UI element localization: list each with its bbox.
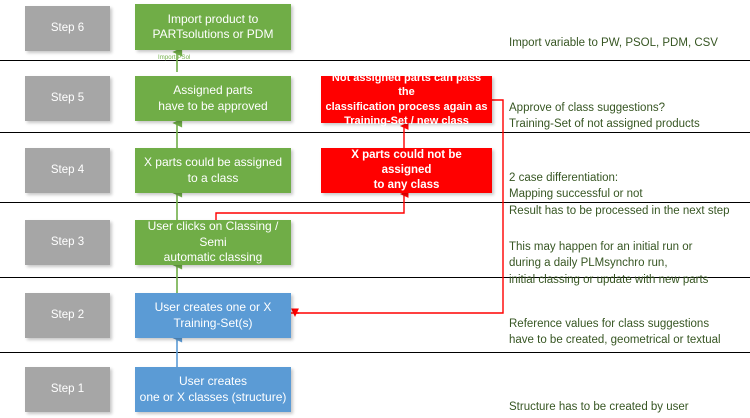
step5-note: Approve of class suggestions? Training-S… <box>509 83 747 133</box>
connector-label-import-psol: Import PSol <box>158 55 190 61</box>
step2-box-text: User creates one or X Training-Set(s) <box>154 300 272 330</box>
step2-label-text: Step 2 <box>50 309 85 322</box>
step3-main-box[interactable]: User clicks on Classing / Semi automatic… <box>135 219 291 265</box>
step4-main-box[interactable]: X parts could be assigned to a class <box>135 148 291 193</box>
step-label-step2: Step 2 <box>25 293 110 338</box>
step3-note: This may happen for an initial run or du… <box>509 222 749 289</box>
step6-main-box[interactable]: Import product to PARTsolutions or PDM <box>135 4 291 50</box>
step5-main-box[interactable]: Assigned parts have to be approved <box>135 76 291 121</box>
step3-label-text: Step 3 <box>50 236 85 249</box>
step6-note-text: Import variable to PW, PSOL, PDM, CSV <box>509 36 718 49</box>
step6-label-text: Step 6 <box>50 22 85 35</box>
separator-line-5 <box>0 352 750 353</box>
step5-note-text: Approve of class suggestions? Training-S… <box>509 101 700 131</box>
step5-alt-box-text: Not assigned parts can pass the classifi… <box>325 72 488 127</box>
step-label-step3: Step 3 <box>25 220 110 265</box>
separator-line-1 <box>0 60 750 61</box>
step4-label-text: Step 4 <box>50 164 85 177</box>
step1-note: Structure has to be created by user <box>509 382 749 415</box>
step4-alt-box-text: X parts could not be assigned to any cla… <box>351 149 462 191</box>
step-label-step1: Step 1 <box>25 367 110 412</box>
step1-label-text: Step 1 <box>50 383 85 396</box>
step4-alt-box[interactable]: X parts could not be assigned to any cla… <box>321 148 492 193</box>
step1-box-text: User creates one or X classes (structure… <box>139 374 287 404</box>
step3-box-text: User clicks on Classing / Semi automatic… <box>147 219 279 265</box>
step4-box-text: X parts could be assigned to a class <box>143 155 283 185</box>
step5-box-text: Assigned parts have to be approved <box>158 83 268 113</box>
step4-note: 2 case differentiation: Mapping successf… <box>509 153 749 220</box>
step4-note-text: 2 case differentiation: Mapping successf… <box>509 171 730 218</box>
step2-main-box[interactable]: User creates one or X Training-Set(s) <box>135 293 291 338</box>
step-label-step4: Step 4 <box>25 148 110 193</box>
step1-main-box[interactable]: User creates one or X classes (structure… <box>135 367 291 412</box>
step-label-step5: Step 5 <box>25 76 110 121</box>
step6-box-text: Import product to PARTsolutions or PDM <box>152 11 274 41</box>
step3-note-text: This may happen for an initial run or du… <box>509 240 709 287</box>
step-label-step6: Step 6 <box>25 6 110 51</box>
arrow-step3-to-step4-failure <box>215 190 409 221</box>
step5-label-text: Step 5 <box>50 92 85 105</box>
step5-alt-box[interactable]: Not assigned parts can pass the classifi… <box>321 72 492 127</box>
step2-note-text: Reference values for class suggestions h… <box>509 317 721 347</box>
step1-note-text: Structure has to be created by user <box>509 400 689 413</box>
import-psol-text: Import PSol <box>158 55 191 61</box>
step2-note: Reference values for class suggestions h… <box>509 299 749 349</box>
step6-note: Import variable to PW, PSOL, PDM, CSV <box>509 18 745 51</box>
